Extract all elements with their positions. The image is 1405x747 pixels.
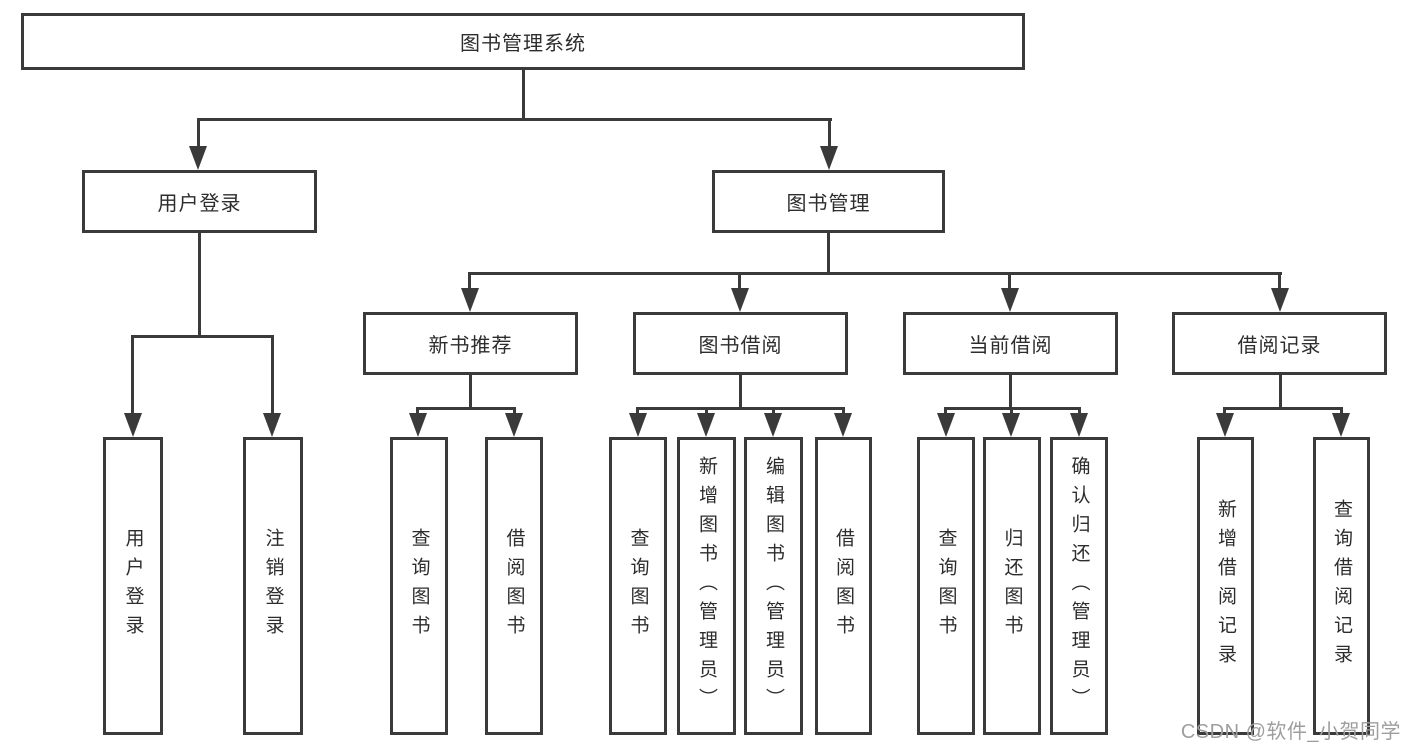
node-leaf-user-login-label: 用户登录 xyxy=(122,528,144,644)
node-borrow-records: 借阅记录 xyxy=(1172,312,1387,375)
connector-borrow-drop-4 xyxy=(842,407,845,417)
node-leaf-current-query: 查询图书 xyxy=(917,437,975,735)
connector-newbook-stem xyxy=(469,375,472,409)
node-current-borrow-label: 当前借阅 xyxy=(968,335,1053,357)
arrow-down-icon xyxy=(820,146,838,170)
arrow-down-icon xyxy=(189,146,207,170)
arrow-down-icon xyxy=(697,413,715,437)
node-leaf-records-add-label: 新增借阅记录 xyxy=(1215,499,1236,673)
connector-root-stem xyxy=(522,70,525,120)
arrow-down-icon xyxy=(1001,288,1019,312)
node-leaf-records-query-label: 查询借阅记录 xyxy=(1331,499,1352,673)
connector-records-drop-2 xyxy=(1340,407,1343,417)
node-leaf-newbook-query-label: 查询图书 xyxy=(408,528,430,644)
node-leaf-current-confirm-label: 确认归还（管理员） xyxy=(1068,455,1090,717)
connector-mgmt-drop-1 xyxy=(468,272,471,292)
arrow-down-icon xyxy=(764,413,782,437)
node-leaf-borrow-add: 新增图书（管理员） xyxy=(677,437,736,735)
node-leaf-records-query: 查询借阅记录 xyxy=(1313,437,1370,735)
connector-login-rail xyxy=(131,335,274,338)
connector-mgmt-rail xyxy=(468,272,1282,275)
node-book-mgmt-branch-label: 图书管理 xyxy=(786,193,871,215)
connector-newbook-drop-1 xyxy=(416,407,419,417)
node-user-login-branch-label: 用户登录 xyxy=(157,193,242,215)
node-new-book-label: 新书推荐 xyxy=(428,335,513,357)
node-root-label: 图书管理系统 xyxy=(460,33,586,55)
arrow-down-icon xyxy=(124,413,142,437)
arrow-down-icon xyxy=(461,288,479,312)
node-leaf-borrow-borrow-label: 借阅图书 xyxy=(833,528,854,644)
connector-borrow-drop-1 xyxy=(636,407,639,417)
node-leaf-logout: 注销登录 xyxy=(243,437,303,735)
node-new-book: 新书推荐 xyxy=(363,312,578,375)
connector-newbook-rail xyxy=(416,407,516,410)
connector-mgmt-drop-3 xyxy=(1008,272,1011,292)
connector-records-stem xyxy=(1279,375,1282,409)
connector-newbook-drop-2 xyxy=(513,407,516,417)
arrow-down-icon xyxy=(1271,288,1289,312)
connector-current-drop-3 xyxy=(1078,407,1081,417)
arrow-down-icon xyxy=(1216,413,1234,437)
node-leaf-borrow-query: 查询图书 xyxy=(609,437,667,735)
connector-borrow-drop-3 xyxy=(772,407,775,417)
node-book-borrow: 图书借阅 xyxy=(633,312,848,375)
node-leaf-newbook-query: 查询图书 xyxy=(390,437,448,735)
node-leaf-records-add: 新增借阅记录 xyxy=(1197,437,1254,735)
node-leaf-current-return: 归还图书 xyxy=(983,437,1041,735)
connector-login-drop-1 xyxy=(131,335,134,415)
arrow-down-icon xyxy=(834,413,852,437)
node-leaf-borrow-edit: 编辑图书（管理员） xyxy=(744,437,803,735)
connector-records-rail xyxy=(1223,407,1343,410)
arrow-down-icon xyxy=(1332,413,1350,437)
node-user-login-branch: 用户登录 xyxy=(82,170,317,233)
connector-mgmt-stem xyxy=(827,233,830,275)
arrow-down-icon xyxy=(629,413,647,437)
node-leaf-newbook-borrow-label: 借阅图书 xyxy=(503,528,525,644)
node-leaf-current-query-label: 查询图书 xyxy=(935,528,957,644)
connector-borrow-stem xyxy=(739,375,742,409)
node-leaf-borrow-edit-label: 编辑图书（管理员） xyxy=(763,455,784,717)
connector-current-drop-1 xyxy=(944,407,947,417)
connector-borrow-rail xyxy=(636,407,845,410)
arrow-down-icon xyxy=(263,413,281,437)
node-leaf-user-login: 用户登录 xyxy=(103,437,163,735)
node-leaf-borrow-query-label: 查询图书 xyxy=(627,528,649,644)
node-leaf-borrow-add-label: 新增图书（管理员） xyxy=(696,455,717,717)
connector-current-drop-2 xyxy=(1010,407,1013,417)
connector-root-rail xyxy=(197,118,832,121)
node-current-borrow: 当前借阅 xyxy=(903,312,1118,375)
connector-root-drop-left xyxy=(197,118,200,150)
node-leaf-current-return-label: 归还图书 xyxy=(1001,528,1023,644)
connector-root-drop-right xyxy=(828,118,831,150)
node-root: 图书管理系统 xyxy=(21,13,1025,70)
node-book-borrow-label: 图书借阅 xyxy=(698,335,783,357)
node-leaf-borrow-borrow: 借阅图书 xyxy=(815,437,872,735)
connector-records-drop-1 xyxy=(1223,407,1226,417)
arrow-down-icon xyxy=(505,413,523,437)
node-borrow-records-label: 借阅记录 xyxy=(1237,335,1322,357)
connector-mgmt-drop-4 xyxy=(1278,272,1281,292)
connector-login-drop-2 xyxy=(271,335,274,415)
arrow-down-icon xyxy=(937,413,955,437)
connector-login-stem xyxy=(198,233,201,338)
node-leaf-newbook-borrow: 借阅图书 xyxy=(485,437,543,735)
connector-current-stem xyxy=(1009,375,1012,409)
connector-mgmt-drop-2 xyxy=(738,272,741,292)
arrow-down-icon xyxy=(1070,413,1088,437)
arrow-down-icon xyxy=(731,288,749,312)
arrow-down-icon xyxy=(1002,413,1020,437)
connector-borrow-drop-2 xyxy=(705,407,708,417)
arrow-down-icon xyxy=(409,413,427,437)
node-book-mgmt-branch: 图书管理 xyxy=(712,170,945,233)
node-leaf-logout-label: 注销登录 xyxy=(262,528,284,644)
node-leaf-current-confirm: 确认归还（管理员） xyxy=(1050,437,1108,735)
csdn-watermark: CSDN @软件_小贺同学 xyxy=(1180,721,1401,743)
